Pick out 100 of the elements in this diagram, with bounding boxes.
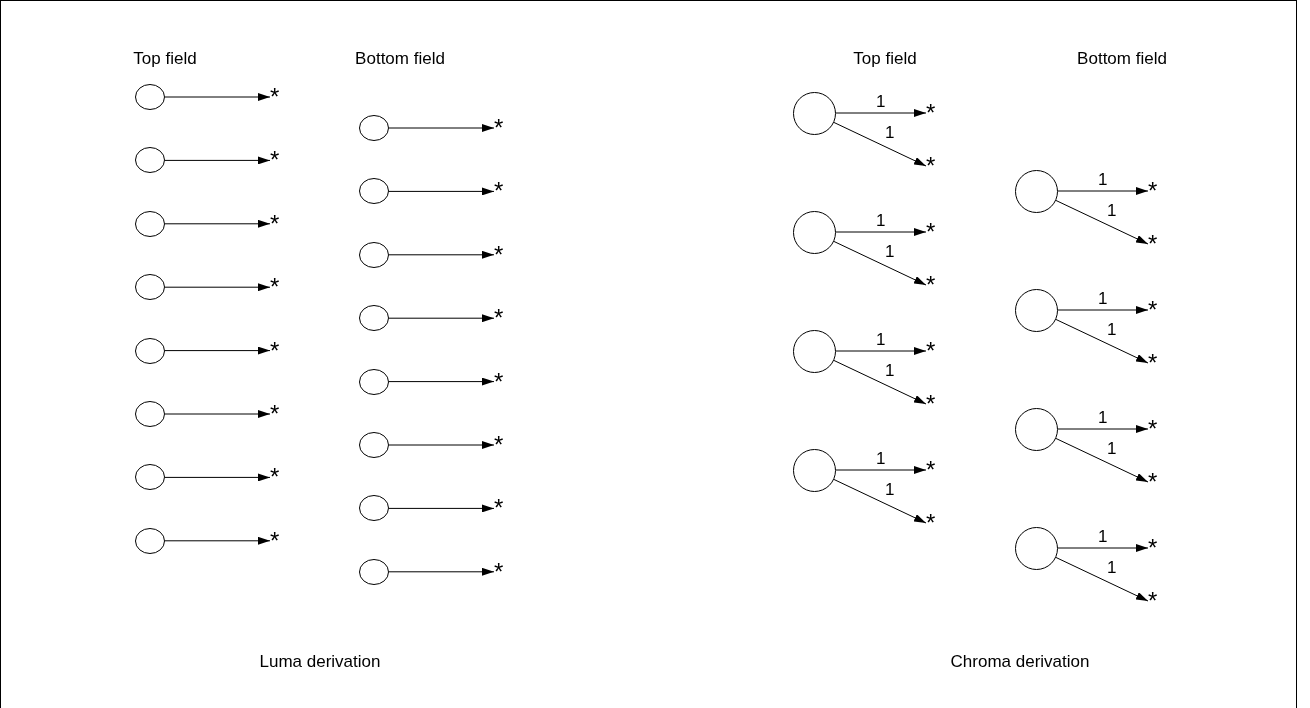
- sample-circle: [359, 115, 389, 141]
- arrow: [832, 359, 927, 405]
- arrow: [164, 283, 271, 292]
- caption: Luma derivation: [259, 652, 381, 672]
- asterisk-mark: *: [926, 274, 936, 296]
- asterisk-mark: *: [926, 102, 936, 124]
- sample-circle: [135, 527, 165, 554]
- edge-label: 1: [1097, 527, 1109, 545]
- edge-label: 1: [883, 123, 896, 141]
- asterisk-mark: *: [494, 560, 504, 583]
- asterisk-mark: *: [1148, 590, 1158, 612]
- arrow: [1057, 544, 1149, 552]
- asterisk-mark: *: [270, 149, 280, 172]
- arrow: [388, 377, 495, 386]
- arrow: [388, 124, 495, 132]
- arrow: [164, 219, 271, 228]
- asterisk-mark: *: [926, 393, 936, 415]
- sample-circle: [135, 464, 165, 491]
- edge-label: 1: [1105, 320, 1118, 338]
- arrow: [1054, 318, 1149, 364]
- sample-circle: [135, 401, 165, 427]
- sample-circle: [135, 210, 165, 237]
- edge-label: 1: [1105, 439, 1118, 457]
- arrow: [832, 240, 927, 286]
- sample-circle: [792, 91, 836, 135]
- asterisk-mark: *: [270, 529, 280, 552]
- arrow: [388, 441, 495, 449]
- sample-circle: [359, 305, 389, 332]
- arrow: [832, 478, 927, 524]
- field-heading: Bottom field: [355, 49, 445, 69]
- asterisk-mark: *: [494, 307, 504, 330]
- arrow: [388, 567, 495, 576]
- sample-circle: [359, 178, 389, 205]
- asterisk-mark: *: [494, 434, 504, 456]
- sample-circle: [359, 368, 389, 395]
- asterisk-mark: *: [926, 340, 936, 362]
- arrow: [388, 314, 495, 323]
- edge-label: 1: [1097, 170, 1109, 188]
- sample-circle: [792, 448, 836, 492]
- asterisk-mark: *: [494, 497, 504, 520]
- edge-label: 1: [1105, 201, 1118, 219]
- sample-circle: [359, 558, 389, 585]
- asterisk-mark: *: [270, 212, 280, 235]
- field-heading: Top field: [853, 49, 917, 69]
- asterisk-mark: *: [1148, 233, 1158, 255]
- field-heading: Bottom field: [1077, 49, 1167, 69]
- edge-label: 1: [875, 330, 887, 348]
- edge-label: 1: [875, 449, 887, 467]
- arrow: [1054, 437, 1149, 483]
- asterisk-mark: *: [1148, 352, 1158, 374]
- edge-label: 1: [875, 92, 887, 110]
- edge-label: 1: [1097, 408, 1109, 426]
- asterisk-mark: *: [270, 86, 280, 108]
- arrow: [164, 536, 271, 545]
- asterisk-mark: *: [494, 370, 504, 393]
- edge-label: 1: [1105, 558, 1118, 576]
- arrow: [164, 156, 271, 165]
- edge-label: 1: [883, 361, 896, 379]
- sample-circle: [792, 329, 836, 373]
- asterisk-mark: *: [1148, 471, 1158, 493]
- asterisk-mark: *: [270, 276, 280, 299]
- asterisk-mark: *: [270, 403, 280, 425]
- arrow: [1057, 187, 1149, 195]
- arrow: [164, 410, 271, 418]
- arrow: [1054, 199, 1149, 245]
- asterisk-mark: *: [926, 221, 936, 243]
- arrow: [388, 250, 495, 259]
- asterisk-mark: *: [1148, 418, 1158, 440]
- caption: Chroma derivation: [950, 652, 1090, 672]
- arrow: [388, 504, 495, 513]
- asterisk-mark: *: [1148, 299, 1158, 321]
- arrow: [835, 347, 927, 355]
- asterisk-mark: *: [926, 512, 936, 534]
- arrow: [1057, 425, 1149, 433]
- sample-circle: [1014, 407, 1058, 451]
- sample-circle: [135, 147, 165, 174]
- sample-circle: [1014, 526, 1058, 570]
- sample-circle: [1014, 169, 1058, 213]
- asterisk-mark: *: [1148, 537, 1158, 559]
- sample-circle: [135, 274, 165, 301]
- asterisk-mark: *: [494, 180, 504, 203]
- asterisk-mark: *: [926, 459, 936, 481]
- asterisk-mark: *: [1148, 180, 1158, 202]
- asterisk-mark: *: [270, 339, 280, 362]
- arrow: [164, 346, 271, 355]
- sample-circle: [1014, 288, 1058, 332]
- sample-circle: [359, 495, 389, 522]
- edge-label: 1: [883, 242, 896, 260]
- asterisk-mark: *: [494, 243, 504, 266]
- sample-circle: [792, 210, 836, 254]
- asterisk-mark: *: [270, 466, 280, 489]
- arrow: [835, 228, 927, 236]
- arrow: [835, 466, 927, 474]
- sample-circle: [359, 241, 389, 268]
- asterisk-mark: *: [494, 117, 504, 139]
- edge-label: 1: [1097, 289, 1109, 307]
- edge-label: 1: [875, 211, 887, 229]
- arrow: [164, 93, 271, 101]
- arrow: [388, 187, 495, 196]
- arrow: [1054, 556, 1149, 602]
